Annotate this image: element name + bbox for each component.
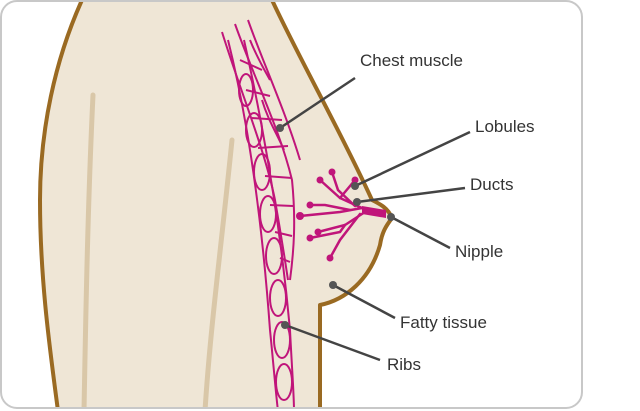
leader-ducts (356, 186, 466, 204)
label-nipple: Nipple (455, 242, 503, 261)
arm-line (81, 92, 96, 407)
lobule-dots (296, 168, 386, 262)
leader-nipple (390, 215, 451, 250)
leader-ribs (284, 323, 381, 362)
ducts-and-lobules (298, 170, 387, 260)
label-lobules: Lobules (475, 117, 535, 136)
arm-line (202, 137, 235, 407)
ribs (227, 39, 295, 407)
body-silhouette (38, 2, 394, 407)
leader-lobules (354, 130, 471, 188)
label-ducts: Ducts (470, 175, 513, 194)
label-ribs: Ribs (387, 355, 421, 374)
label-chest-muscle: Chest muscle (360, 51, 463, 70)
leader-lines (279, 76, 471, 362)
leader-chest-muscle (279, 76, 356, 130)
label-fatty-tissue: Fatty tissue (400, 313, 487, 332)
pointer-dots (276, 124, 395, 329)
chest-muscle (221, 19, 301, 281)
leader-fatty-tissue (332, 283, 396, 320)
